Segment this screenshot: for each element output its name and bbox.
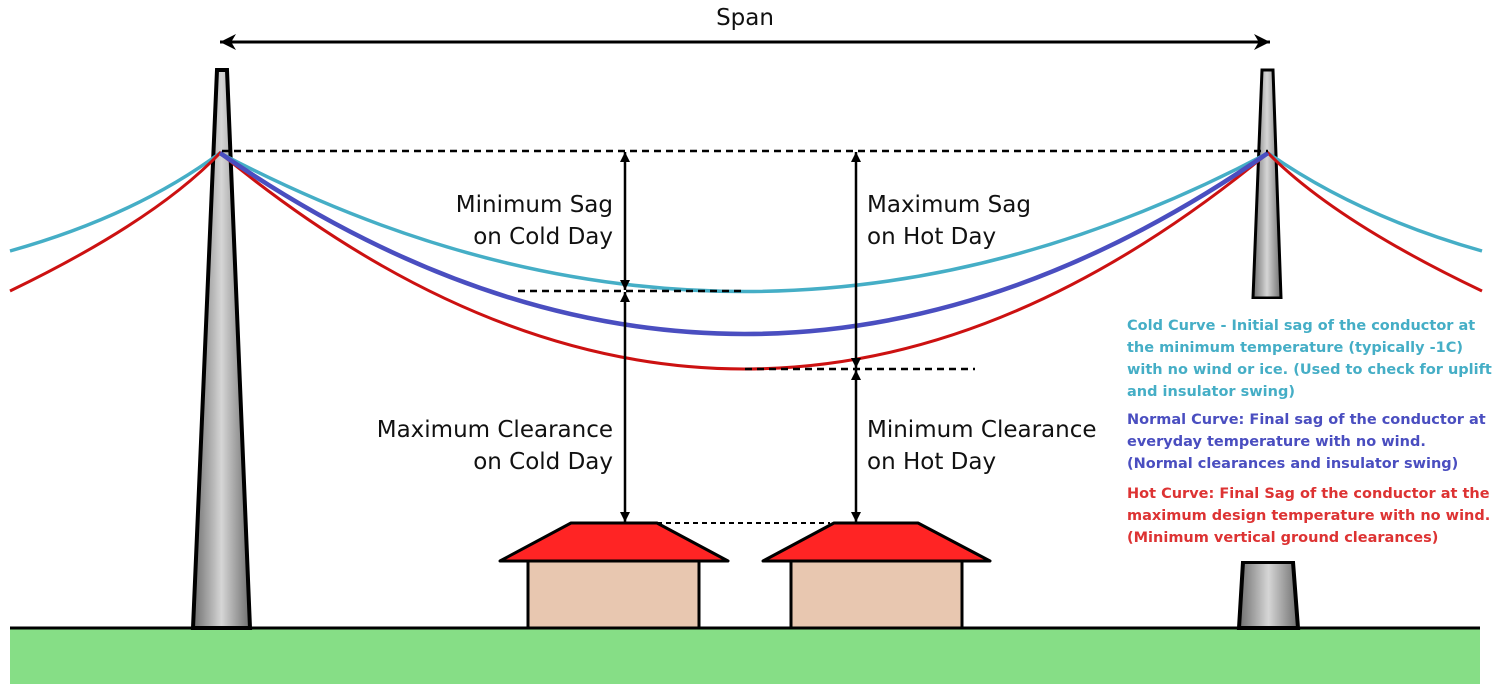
right-pole-lower	[1236, 560, 1301, 630]
legend-hot-line1: Hot Curve: Final Sag of the conductor at…	[1127, 486, 1490, 502]
span-label: Span	[716, 5, 774, 31]
normal-curve	[218, 151, 1270, 337]
min-clearance-label-line1: Minimum Clearance	[867, 417, 1097, 443]
max-sag-label-line1: Maximum Sag	[867, 192, 1031, 218]
legend-cold-line2: the minimum temperature (typically -1C)	[1127, 340, 1463, 356]
min-sag-label-line1: Minimum Sag	[456, 192, 613, 218]
house-right-wall	[789, 559, 964, 630]
legend-normal-line2: everyday temperature with no wind.	[1127, 434, 1426, 450]
legend-backdrop	[1110, 299, 1495, 561]
house-left-roof	[498, 521, 730, 563]
min-clearance-label-line2: on Hot Day	[867, 449, 996, 475]
right-pole-upper	[1251, 68, 1283, 300]
max-clearance-label-line2: on Cold Day	[473, 449, 613, 475]
house-right-roof	[761, 521, 992, 563]
legend-hot-line3: (Minimum vertical ground clearances)	[1127, 530, 1438, 546]
cold-curve	[9, 150, 1483, 294]
ground	[10, 628, 1480, 684]
legend: Cold Curve - Initial sag of the conducto…	[1127, 318, 1492, 546]
legend-cold-line3: with no wind or ice. (Used to check for …	[1127, 362, 1492, 378]
legend-cold-line4: and insulator swing)	[1127, 384, 1295, 400]
max-clearance-label-line1: Maximum Clearance	[377, 417, 613, 443]
legend-normal-line3: (Normal clearances and insulator swing)	[1127, 456, 1458, 472]
house-right	[761, 521, 992, 630]
legend-hot-line2: maximum design temperature with no wind.	[1127, 508, 1490, 524]
min-sag-label-line2: on Cold Day	[473, 224, 613, 250]
legend-cold-line1: Cold Curve - Initial sag of the conducto…	[1127, 318, 1475, 334]
house-left	[498, 521, 730, 630]
legend-normal-line1: Normal Curve: Final sag of the conductor…	[1127, 412, 1486, 428]
left-pole	[190, 68, 253, 630]
house-left-wall	[526, 559, 701, 630]
max-sag-label-line2: on Hot Day	[867, 224, 996, 250]
